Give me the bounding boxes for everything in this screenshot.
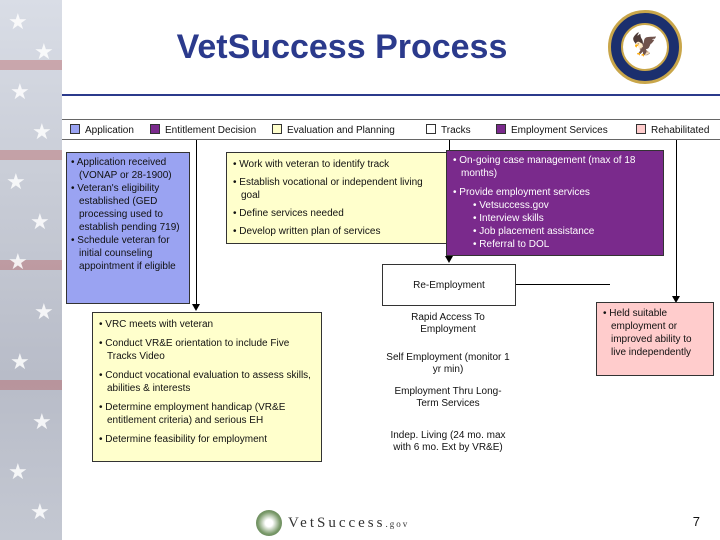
evaluation-list: • VRC meets with veteran • Conduct VR&E … [99, 318, 315, 446]
legend: Application Entitlement Decision Evaluat… [62, 119, 720, 140]
evaluation-box: • VRC meets with veteran • Conduct VR&E … [92, 312, 322, 462]
list-item: • On-going case management (max of 18 mo… [453, 155, 636, 179]
track-long-term: Employment Thru Long-Term Services [394, 386, 502, 409]
legend-label: Entitlement Decision [165, 125, 257, 136]
legend-item-application: Application [70, 124, 134, 136]
legend-label: Evaluation and Planning [287, 125, 395, 136]
star-icon: ★ [8, 10, 28, 35]
rehabilitated-box: • Held suitable employment or improved a… [596, 302, 714, 376]
flag-stripe [0, 260, 62, 270]
track-independent-living: Indep. Living (24 mo. max with 6 mo. Ext… [390, 430, 506, 453]
star-icon: ★ [6, 170, 26, 195]
flag-stripe [0, 380, 62, 390]
flag-sidebar: ★ ★ ★ ★ ★ ★ ★ ★ ★ ★ ★ ★ [0, 0, 62, 540]
star-icon: ★ [10, 80, 30, 105]
list-item: • Determine employment handicap (VR&E en… [99, 402, 286, 426]
legend-swatch [272, 124, 282, 134]
list-item: • Provide employment services [453, 187, 590, 198]
va-seal-icon: 🦅 [608, 10, 682, 84]
legend-item-rehabilitated: Rehabilitated [636, 124, 709, 136]
list-item: • Conduct VR&E orientation to include Fi… [99, 338, 290, 362]
logo-domain: .gov [385, 519, 410, 529]
flag-stripe [0, 60, 62, 70]
legend-label: Application [85, 125, 134, 136]
application-box: • Application received (VONAP or 28-1900… [66, 152, 190, 304]
reemployment-box: Re-Employment [382, 264, 516, 306]
legend-swatch [496, 124, 506, 134]
list-item: • Referral to DOL [473, 239, 550, 250]
list-item: • Schedule veteran for initial counselin… [71, 235, 176, 272]
entitlement-list: • Work with veteran to identify track • … [233, 158, 443, 238]
list-item: • Job placement assistance [473, 226, 595, 237]
legend-swatch [636, 124, 646, 134]
star-icon: ★ [8, 460, 28, 485]
star-icon: ★ [32, 120, 52, 145]
list-item: • Interview skills [473, 213, 544, 224]
flag-stripe [0, 150, 62, 160]
employment-sublist: • Vetsuccess.gov • Interview skills • Jo… [453, 199, 657, 251]
list-item: • Establish vocational or independent li… [233, 177, 423, 201]
emblem-icon [256, 510, 282, 536]
vetsuccess-logo: VetSuccess.gov [256, 510, 476, 536]
list-item: • VRC meets with veteran [99, 319, 214, 330]
legend-label: Tracks [441, 125, 471, 136]
star-icon: ★ [30, 210, 50, 235]
list-item: • Application received (VONAP or 28-1900… [71, 157, 172, 181]
legend-item-employment: Employment Services [496, 124, 608, 136]
connector-reemployment-rehab [516, 284, 610, 285]
list-item: • Work with veteran to identify track [233, 159, 390, 170]
legend-swatch [70, 124, 80, 134]
list-item: • Held suitable employment or improved a… [603, 308, 692, 358]
entitlement-box: • Work with veteran to identify track • … [226, 152, 450, 244]
connector-rehabilitated [676, 140, 677, 300]
star-icon: ★ [10, 350, 30, 375]
page-title: VetSuccess Process [176, 28, 508, 66]
star-icon: ★ [32, 410, 52, 435]
logo-text: VetSuccess.gov [288, 515, 409, 532]
legend-item-evaluation: Evaluation and Planning [272, 124, 395, 136]
logo-brand: VetSuccess [288, 515, 386, 531]
connector-entitlement [196, 140, 197, 306]
eagle-icon: 🦅 [631, 33, 659, 58]
star-icon: ★ [34, 40, 54, 65]
track-rapid-access: Rapid Access To Employment [411, 312, 485, 335]
arrow-down-icon [672, 296, 680, 303]
rehab-list: • Held suitable employment or improved a… [603, 307, 707, 359]
list-item: • Determine feasibility for employment [99, 434, 268, 445]
employment-list: • On-going case management (max of 18 mo… [453, 154, 657, 199]
star-icon: ★ [8, 250, 28, 275]
application-list: • Application received (VONAP or 28-1900… [71, 156, 185, 273]
list-item: • Conduct vocational evaluation to asses… [99, 370, 311, 394]
star-icon: ★ [34, 300, 54, 325]
legend-swatch [426, 124, 436, 134]
list-item: • Develop written plan of services [233, 226, 381, 237]
list-item: • Define services needed [233, 208, 344, 219]
seal-center: 🦅 [621, 23, 669, 71]
track-self-employment: Self Employment (monitor 1 yr min) [386, 352, 510, 375]
page-number: 7 [692, 514, 700, 529]
legend-swatch [150, 124, 160, 134]
list-item: • Veteran's eligibility established (GED… [71, 183, 180, 233]
star-icon: ★ [30, 500, 50, 525]
employment-services-box: • On-going case management (max of 18 mo… [446, 150, 664, 256]
arrow-down-icon [445, 256, 453, 263]
title-divider [62, 94, 720, 96]
legend-item-entitlement: Entitlement Decision [150, 124, 256, 136]
legend-item-tracks: Tracks [426, 124, 471, 136]
legend-label: Employment Services [511, 125, 608, 136]
legend-label: Rehabilitated [651, 125, 710, 136]
list-item: • Vetsuccess.gov [473, 200, 549, 211]
arrow-down-icon [192, 304, 200, 311]
